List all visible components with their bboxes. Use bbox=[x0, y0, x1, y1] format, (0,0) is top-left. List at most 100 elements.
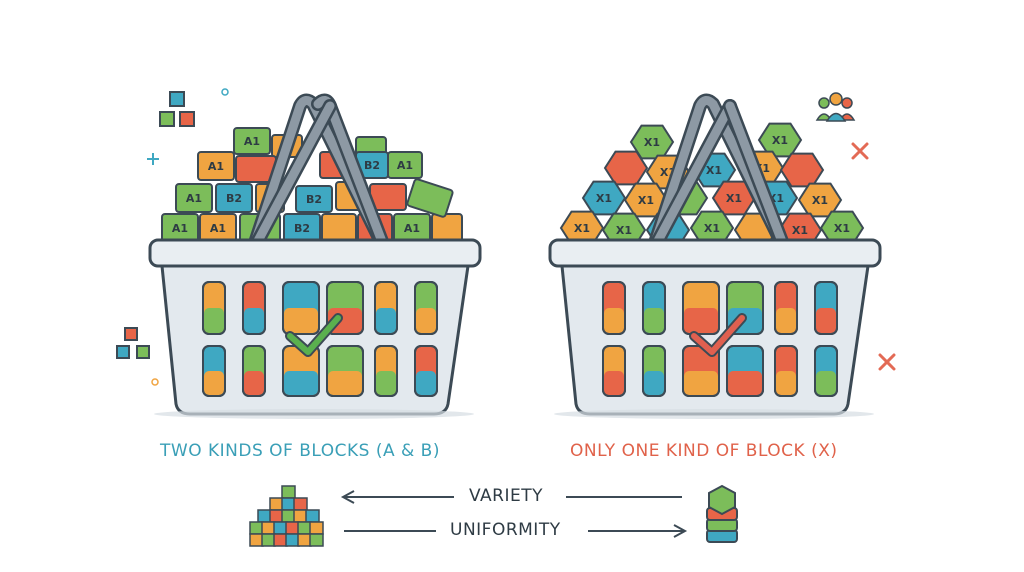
basket-slot bbox=[282, 281, 320, 335]
basket-slot bbox=[602, 281, 626, 335]
pile-block bbox=[285, 521, 300, 535]
pile-block bbox=[281, 497, 296, 511]
basket-slot bbox=[374, 345, 398, 397]
pile-block bbox=[249, 521, 264, 535]
uniformity-label: UNIFORMITY bbox=[450, 520, 561, 540]
block-label: A1 bbox=[404, 222, 420, 235]
basket-slot bbox=[774, 345, 798, 397]
pile-block bbox=[273, 521, 288, 535]
pile-block bbox=[309, 533, 324, 547]
variety-arrow bbox=[340, 490, 682, 504]
block-label: X1 bbox=[596, 192, 612, 205]
pile-block bbox=[285, 533, 300, 547]
pile-block bbox=[257, 509, 272, 523]
block-label: A1 bbox=[244, 135, 260, 148]
block-label: X1 bbox=[574, 222, 590, 235]
hexagon-block: X1 bbox=[601, 212, 647, 248]
block: A1 bbox=[233, 127, 271, 155]
block-label: X1 bbox=[812, 194, 828, 207]
basket-slot bbox=[242, 281, 266, 335]
pile-block bbox=[293, 509, 308, 523]
block-label: A1 bbox=[397, 159, 413, 172]
pile-block bbox=[269, 509, 284, 523]
right-basket-caption: ONLY ONE KIND OF BLOCK (X) bbox=[570, 441, 838, 461]
pile-block bbox=[273, 533, 288, 547]
basket-slot bbox=[602, 345, 626, 397]
hexagon-block: X1 bbox=[581, 180, 627, 216]
circle-icon bbox=[221, 88, 229, 96]
pile-block bbox=[269, 497, 284, 511]
left-basket-rim bbox=[148, 238, 482, 268]
basket-slot bbox=[374, 281, 398, 335]
block-label: A1 bbox=[210, 222, 226, 235]
block: A1 bbox=[161, 213, 199, 243]
circle-icon bbox=[151, 378, 159, 386]
block: A1 bbox=[387, 151, 423, 179]
basket-slot bbox=[814, 345, 838, 397]
block-label: X1 bbox=[706, 164, 722, 177]
pile-block bbox=[261, 533, 276, 547]
basket-slot bbox=[642, 281, 666, 335]
basket-slot bbox=[202, 281, 226, 335]
block: A1 bbox=[199, 213, 237, 243]
basket-slot bbox=[814, 281, 838, 335]
block: A1 bbox=[175, 183, 213, 213]
basket-slot bbox=[282, 345, 320, 397]
hexagon-block bbox=[603, 150, 649, 186]
cubes-icon bbox=[116, 327, 150, 359]
pile-block bbox=[297, 533, 312, 547]
right-basket-rim bbox=[548, 238, 882, 268]
block-label: B2 bbox=[364, 159, 380, 172]
right-basket-handle bbox=[645, 93, 793, 259]
block-label: B2 bbox=[306, 193, 322, 206]
pile-block bbox=[297, 521, 312, 535]
block: A1 bbox=[197, 151, 235, 181]
block bbox=[431, 213, 463, 243]
basket-slot bbox=[726, 345, 764, 397]
left-basket-handle bbox=[245, 93, 393, 259]
basket-slot bbox=[682, 281, 720, 335]
block-label: X1 bbox=[726, 192, 742, 205]
block-label: A1 bbox=[186, 192, 202, 205]
block-label: X1 bbox=[772, 134, 788, 147]
basket-slot bbox=[202, 345, 226, 397]
plus-icon bbox=[147, 153, 159, 165]
block-label: X1 bbox=[638, 194, 654, 207]
block-pile-icon bbox=[249, 485, 324, 547]
block-label: B2 bbox=[226, 192, 242, 205]
basket-slot bbox=[682, 345, 720, 397]
block-label: A1 bbox=[208, 160, 224, 173]
block: A1 bbox=[393, 213, 431, 243]
block-label: X1 bbox=[644, 136, 660, 149]
variety-label: VARIETY bbox=[469, 486, 544, 506]
block-label: A1 bbox=[172, 222, 188, 235]
uniformity-arrow bbox=[344, 524, 688, 538]
basket-slot bbox=[242, 345, 266, 397]
pile-block bbox=[293, 497, 308, 511]
block-label: X1 bbox=[704, 222, 720, 235]
hexagon-stack-icon bbox=[706, 484, 738, 543]
x-mark-icon bbox=[851, 142, 869, 160]
block: B2 bbox=[215, 183, 253, 213]
block-label: X1 bbox=[792, 224, 808, 237]
block: B2 bbox=[295, 185, 333, 213]
block bbox=[406, 178, 454, 218]
block bbox=[321, 213, 357, 243]
basket-slot bbox=[326, 345, 364, 397]
pile-block bbox=[281, 485, 296, 499]
pile-block bbox=[305, 509, 320, 523]
pile-block bbox=[309, 521, 324, 535]
cubes-icon bbox=[159, 91, 195, 127]
pile-block bbox=[249, 533, 264, 547]
pile-block bbox=[261, 521, 276, 535]
x-mark-icon bbox=[878, 353, 896, 371]
block: B2 bbox=[283, 213, 321, 243]
basket-slot bbox=[642, 345, 666, 397]
basket-slot bbox=[414, 281, 438, 335]
block-label: B2 bbox=[294, 222, 310, 235]
people-icon bbox=[815, 92, 856, 122]
hexagon-block: X1 bbox=[757, 122, 803, 158]
